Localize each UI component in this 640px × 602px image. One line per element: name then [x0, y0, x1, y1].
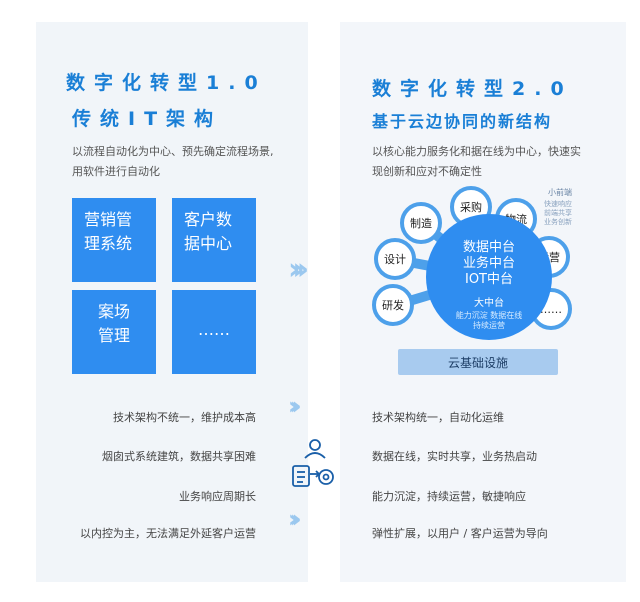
petal-label: 采购	[460, 201, 482, 214]
core-iot-platform: IOT中台	[464, 272, 513, 287]
tile-line: 案场	[97, 302, 130, 321]
right-desc-line1: 以核心能力服务化和据在线为中心，快速实	[372, 145, 581, 158]
right-row-3: 能力沉淀，持续运营，敏捷响应	[372, 490, 526, 503]
left-row-2: 烟囱式系统建筑，数据共享困难	[102, 450, 256, 463]
right-row-2: 数据在线，实时共享，业务热启动	[372, 450, 537, 463]
mini-frontend-label: 小前端	[548, 188, 572, 197]
tile-marketing: 营销管 理系统	[72, 198, 156, 282]
core-operation-note: 持续运营	[473, 321, 505, 330]
tile-more: ……	[172, 290, 256, 374]
left-title: 数字化转型1.0	[66, 72, 267, 94]
chevron-right-icon: ›››	[288, 392, 301, 420]
tile-line: 营销管	[84, 210, 133, 229]
right-subtitle: 基于云边协同的新结构	[372, 112, 553, 131]
tile-case-management: 案场 管理	[72, 290, 156, 374]
tile-line: 客户数	[184, 210, 233, 229]
left-row-3: 业务响应周期长	[179, 490, 256, 503]
core-big-platform: 大中台	[474, 298, 504, 309]
left-desc-line2: 用软件进行自动化	[72, 165, 160, 178]
left-row-4: 以内控为主，无法满足外延客户运营	[80, 527, 256, 540]
left-subtitle: 传统IT架构	[72, 108, 223, 130]
tile-line: 据中心	[184, 234, 233, 253]
core-data-platform: 数据中台	[462, 240, 515, 255]
mini-line: 业务创新	[544, 218, 572, 226]
chevron-right-icon: ›››	[288, 505, 301, 533]
right-desc-line2: 现创新和应对不确定性	[372, 165, 482, 178]
petal-manufacturing: 制造	[400, 202, 442, 244]
right-row-4: 弹性扩展，以用户 / 客户运营为导向	[372, 527, 548, 540]
petal-label: 研发	[382, 299, 404, 312]
petal-rnd: 研发	[372, 284, 414, 326]
right-title: 数字化转型2.0	[372, 78, 573, 100]
left-desc-line1: 以流程自动化为中心、预先确定流程场景,	[72, 145, 274, 158]
people-gear-transform-icon	[292, 439, 334, 487]
petal-label: 制造	[410, 217, 432, 230]
tile-line: 理系统	[84, 234, 133, 253]
right-row-1: 技术架构统一，自动化运维	[372, 411, 504, 424]
core-platform-circle	[426, 214, 552, 340]
core-business-platform: 业务中台	[462, 256, 515, 271]
tile-line: ……	[198, 320, 230, 339]
petal-design: 设计	[374, 238, 416, 280]
mini-line: 前端共享	[544, 209, 572, 217]
petal-label: 设计	[384, 253, 406, 266]
cloud-infrastructure-bar: 云基础设施	[398, 349, 558, 375]
chevron-right-icon: ›››	[288, 252, 309, 287]
left-description: 以流程自动化为中心、预先确定流程场景, 用软件进行自动化	[72, 142, 274, 182]
tile-customer-data: 客户数 据中心	[172, 198, 256, 282]
tile-line: 管理	[97, 326, 130, 345]
mini-line: 快速响应	[544, 200, 572, 208]
right-description: 以核心能力服务化和据在线为中心，快速实 现创新和应对不确定性	[372, 142, 581, 182]
mini-frontend-notes: 快速响应 前端共享 业务创新	[544, 200, 572, 227]
core-capability-note: 能力沉淀 数据在线	[455, 311, 523, 320]
petal-label: ……	[540, 302, 562, 316]
left-row-1: 技术架构不统一，维护成本高	[113, 411, 256, 424]
